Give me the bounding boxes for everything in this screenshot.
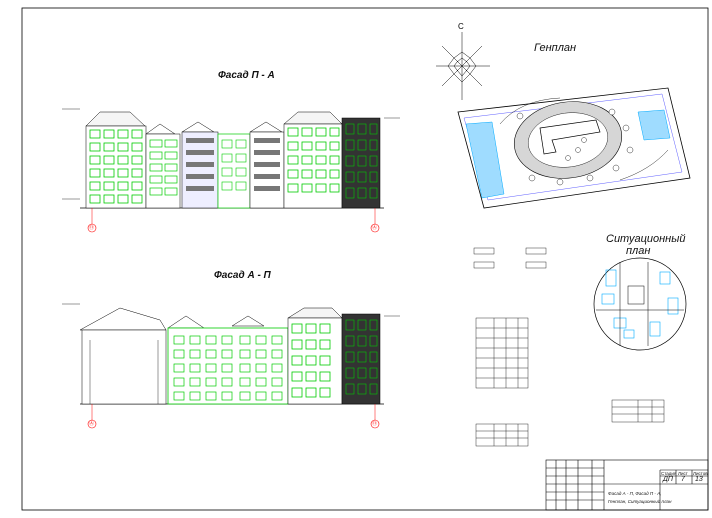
title-block-sheets-label: Листов [693, 471, 708, 476]
title-block-frame [545, 459, 709, 511]
facade-top [62, 108, 400, 233]
situation-title-line2: план [626, 245, 651, 257]
situation-plan [593, 257, 687, 351]
facade-bottom-title: Фасад А - П [214, 270, 271, 281]
facade-top-title: Фасад П - А [218, 70, 275, 81]
axis-label-bottom-right: ⑪ [372, 421, 378, 427]
axis-label-top-right: Ⓐ [372, 225, 378, 231]
genplan [457, 87, 691, 209]
facade-bottom [62, 303, 400, 429]
genplan-title: Генплан [534, 42, 577, 54]
title-block-sheets: 13 [695, 476, 703, 483]
title-block-stage: ДП [663, 476, 674, 483]
title-block-sheet: 7 [681, 476, 685, 483]
table-3 [611, 399, 665, 423]
title-block-sheet-title-1: Фасад А - П, Фасад П - А, [608, 491, 662, 496]
title-block-stage-label: Стадия [661, 471, 677, 476]
table-1 [475, 317, 529, 389]
table-2 [475, 423, 529, 447]
north-label: С [458, 22, 464, 31]
title-block-sheet-title-2: Генплан, Ситуационный план [608, 499, 672, 504]
situation-title-line1: Ситуационный [606, 233, 686, 245]
legend [473, 247, 547, 269]
title-block-sheet-label: Лист [678, 471, 688, 476]
wind-rose [436, 32, 490, 100]
axis-label-bottom-left: Ⓐ [89, 421, 95, 427]
sheet-frame [21, 7, 709, 511]
axis-label-top-left: ⑪ [89, 225, 95, 231]
